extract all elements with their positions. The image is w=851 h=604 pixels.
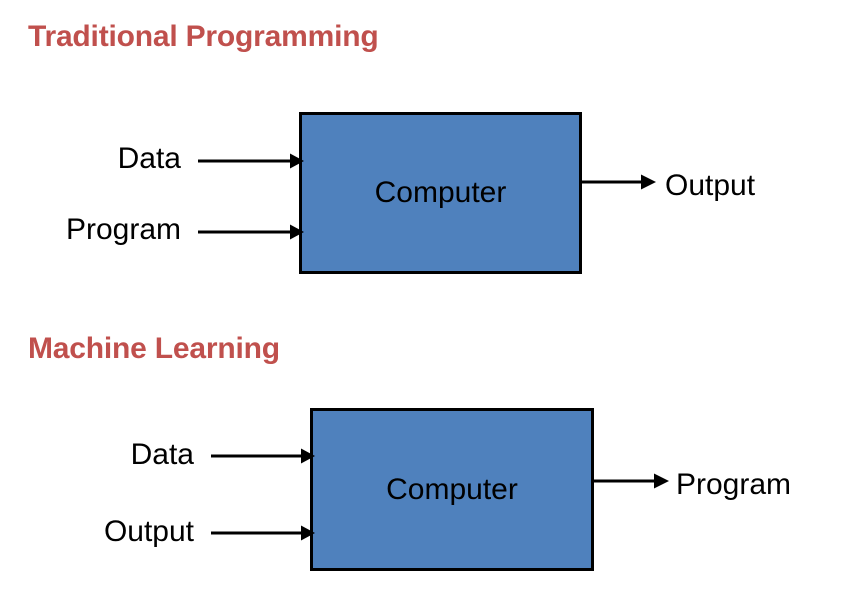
process-box-machine-learning: Computer bbox=[310, 408, 594, 571]
arrow-traditional-box-to-output bbox=[582, 174, 656, 190]
process-box-label-traditional: Computer bbox=[374, 176, 507, 209]
output-label-traditional-output: Output bbox=[665, 169, 756, 202]
input-label-ml-output: Output bbox=[103, 515, 194, 548]
output-label-ml-program: Program bbox=[676, 468, 792, 501]
arrow-ml-data-to-box bbox=[211, 448, 315, 464]
input-label-traditional-program: Program bbox=[65, 213, 181, 246]
arrow-ml-output-to-box bbox=[211, 525, 315, 541]
section-title-machine-learning: Machine Learning bbox=[28, 332, 280, 365]
input-label-ml-data: Data bbox=[130, 438, 194, 471]
arrow-traditional-data-to-box bbox=[198, 153, 304, 169]
input-label-traditional-data: Data bbox=[117, 142, 181, 175]
section-title-traditional-programming: Traditional Programming bbox=[28, 20, 379, 53]
process-box-traditional: Computer bbox=[299, 112, 582, 274]
arrow-traditional-program-to-box bbox=[198, 224, 304, 240]
arrow-ml-box-to-program bbox=[594, 473, 669, 489]
process-box-label-machine-learning: Computer bbox=[386, 472, 518, 506]
